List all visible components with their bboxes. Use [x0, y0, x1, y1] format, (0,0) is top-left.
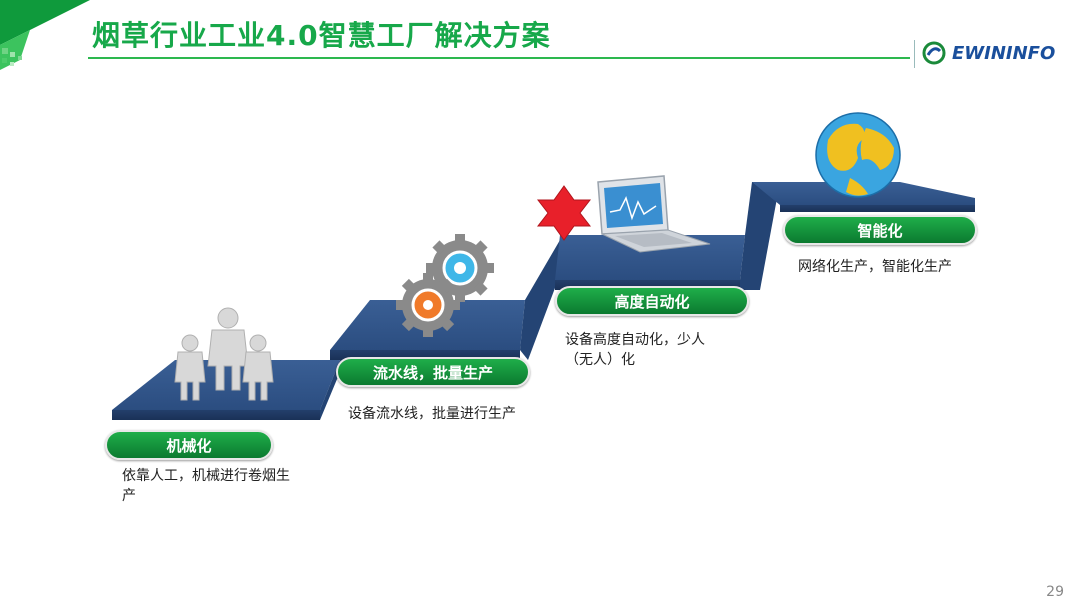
stage-label-intelligence: 智能化 — [783, 215, 977, 245]
star-icon — [536, 185, 592, 241]
stage-label-automation: 高度自动化 — [555, 286, 749, 316]
riser-3 — [740, 182, 780, 290]
stage-label-mechanization: 机械化 — [105, 430, 273, 460]
step-1-top — [112, 360, 340, 410]
title-underline — [88, 57, 910, 59]
corner-decoration — [0, 0, 90, 70]
stage-desc-mechanization: 依靠人工，机械进行卷烟生产 — [122, 468, 290, 504]
globe-icon — [815, 112, 901, 198]
stage-desc-automation: 设备高度自动化，少人（无人）化 — [565, 332, 705, 368]
gears-icon — [396, 234, 494, 337]
logo-swirl-icon — [922, 41, 946, 65]
people-icon — [174, 307, 274, 401]
step-1-front — [112, 410, 320, 420]
laptop-icon — [597, 175, 711, 253]
title-divider — [914, 40, 915, 68]
stage-desc-assembly-line: 设备流水线，批量进行生产 — [348, 406, 516, 422]
page-title: 烟草行业工业4.0智慧工厂解决方案 — [92, 19, 551, 52]
company-logo: EWININFO — [922, 40, 1055, 66]
step-3-top — [555, 235, 745, 280]
logo-text: EWININFO — [952, 42, 1056, 64]
stage-desc-intelligence: 网络化生产，智能化生产 — [798, 259, 952, 275]
step-4-front — [780, 205, 975, 212]
stage-label-assembly-line: 流水线，批量生产 — [336, 357, 530, 387]
riser-2 — [520, 240, 560, 360]
page-number: 29 — [1046, 584, 1064, 600]
